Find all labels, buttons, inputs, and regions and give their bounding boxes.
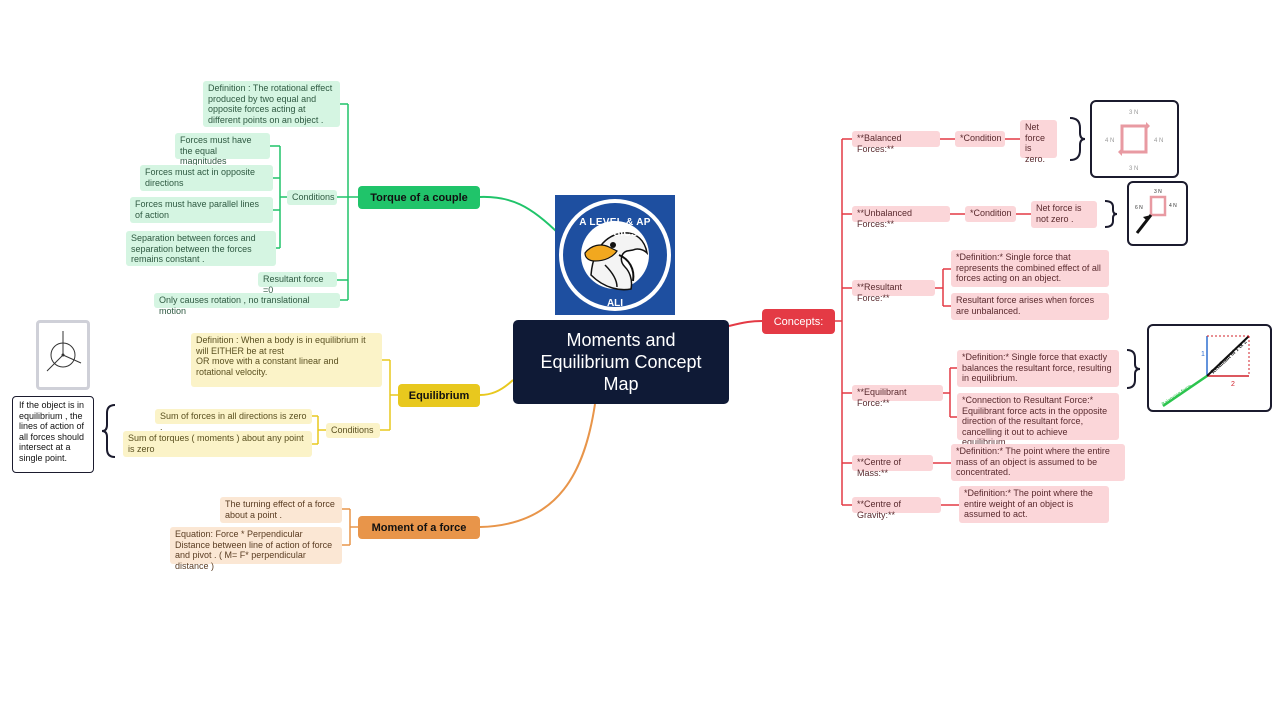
resultant-force[interactable]: **Resultant Force:** (852, 280, 935, 303)
unbalanced-condition[interactable]: Net force is not zero . (1031, 201, 1097, 228)
unbalanced-forces[interactable]: **Unbalanced Forces:** (852, 206, 950, 229)
torque-definition[interactable]: Definition : The rotational effect produ… (203, 81, 340, 127)
balanced-forces-figure: 3 N 4 N 4 N 3 N (1090, 100, 1179, 178)
equilibrium-definition[interactable]: Definition : When a body is in equilibri… (191, 333, 382, 387)
equilibrant-fig-balancing: Balancing force (1161, 383, 1193, 407)
unbalanced-fig-label-top: 3 N (1154, 189, 1162, 195)
moment-hub[interactable]: Moment of a force (358, 516, 480, 539)
equilibrium-side-note[interactable]: If the object is in equilibrium , the li… (12, 396, 94, 473)
torque-condition-4[interactable]: Separation between forces and separation… (126, 231, 276, 266)
logo-top-text: A LEVEL & AP PHYSICS (579, 217, 651, 239)
centre-of-gravity[interactable]: **Centre of Gravity:** (852, 497, 941, 520)
equilibrant-fig-resultant: Resultant of 1 & 2 (1210, 339, 1248, 375)
moment-equation[interactable]: Equation: Force * Perpendicular Distance… (170, 527, 342, 571)
equilibrium-condition-1[interactable]: Sum of forces in all directions is zero … (155, 409, 312, 432)
equilibrium-condition-2[interactable]: Sum of torques ( moments ) about any poi… (123, 431, 312, 457)
balanced-fig-label-bottom: 3 N (1129, 166, 1138, 172)
concepts-hub[interactable]: Concepts: (762, 309, 835, 334)
torque-resultant[interactable]: Resultant force =0 (258, 272, 337, 295)
torque-condition-2[interactable]: Forces must act in opposite directions (140, 165, 273, 191)
equilibrium-conditions-label[interactable]: Conditions (326, 423, 380, 438)
concurrent-forces-figure (36, 320, 90, 390)
equilibrium-hub[interactable]: Equilibrium (398, 384, 480, 407)
unbalanced-fig-label-left: 6 N (1135, 205, 1143, 211)
unbalanced-condition-label[interactable]: *Condition (965, 206, 1016, 222)
balanced-condition-label[interactable]: *Condition (955, 131, 1005, 147)
torque-condition-1[interactable]: Forces must have the equal magnitudes (175, 133, 270, 166)
unbalanced-forces-figure: 3 N 4 N 6 N (1127, 181, 1188, 246)
logo-bottom-text: ALI (606, 298, 624, 309)
balanced-fig-label-left: 4 N (1105, 138, 1114, 144)
torque-hub[interactable]: Torque of a couple (358, 186, 480, 209)
equilibrant-fig-label-2: 2 (1231, 381, 1235, 388)
moment-definition[interactable]: The turning effect of a force about a po… (220, 497, 342, 523)
centre-of-mass[interactable]: **Centre of Mass:** (852, 455, 933, 478)
resultant-note[interactable]: Resultant force arises when forces are u… (951, 293, 1109, 320)
torque-rotation-only[interactable]: Only causes rotation , no translational … (154, 293, 340, 316)
equilibrant-figure: 1 2 Resultant of 1 & 2 Balancing force (1147, 324, 1272, 412)
balanced-condition[interactable]: Net force is zero. (1020, 120, 1057, 164)
equilibrant-force[interactable]: **Equilibrant Force:** (852, 385, 943, 408)
balanced-forces[interactable]: **Balanced Forces:** (852, 131, 940, 154)
equilibrant-connection[interactable]: *Connection to Resultant Force:* Equilib… (957, 393, 1119, 447)
centre-of-mass-definition[interactable]: *Definition:* The point where the entire… (951, 444, 1125, 481)
center-title[interactable]: Moments and Equilibrium Concept Map (513, 320, 729, 404)
equilibrant-fig-label-1: 1 (1201, 351, 1205, 358)
resultant-definition[interactable]: *Definition:* Single force that represen… (951, 250, 1109, 287)
torque-condition-3[interactable]: Forces must have parallel lines of actio… (130, 197, 273, 223)
equilibrant-definition[interactable]: *Definition:* Single force that exactly … (957, 350, 1119, 387)
balanced-fig-label-right: 4 N (1154, 138, 1163, 144)
unbalanced-fig-label-right: 4 N (1169, 203, 1177, 209)
physics-logo: A LEVEL & AP PHYSICS ALI (555, 195, 675, 315)
balanced-fig-label-top: 3 N (1129, 110, 1138, 116)
centre-of-gravity-definition[interactable]: *Definition:* The point where the entire… (959, 486, 1109, 523)
torque-conditions-label[interactable]: Conditions (287, 190, 337, 205)
eagle-head-icon (559, 199, 671, 311)
